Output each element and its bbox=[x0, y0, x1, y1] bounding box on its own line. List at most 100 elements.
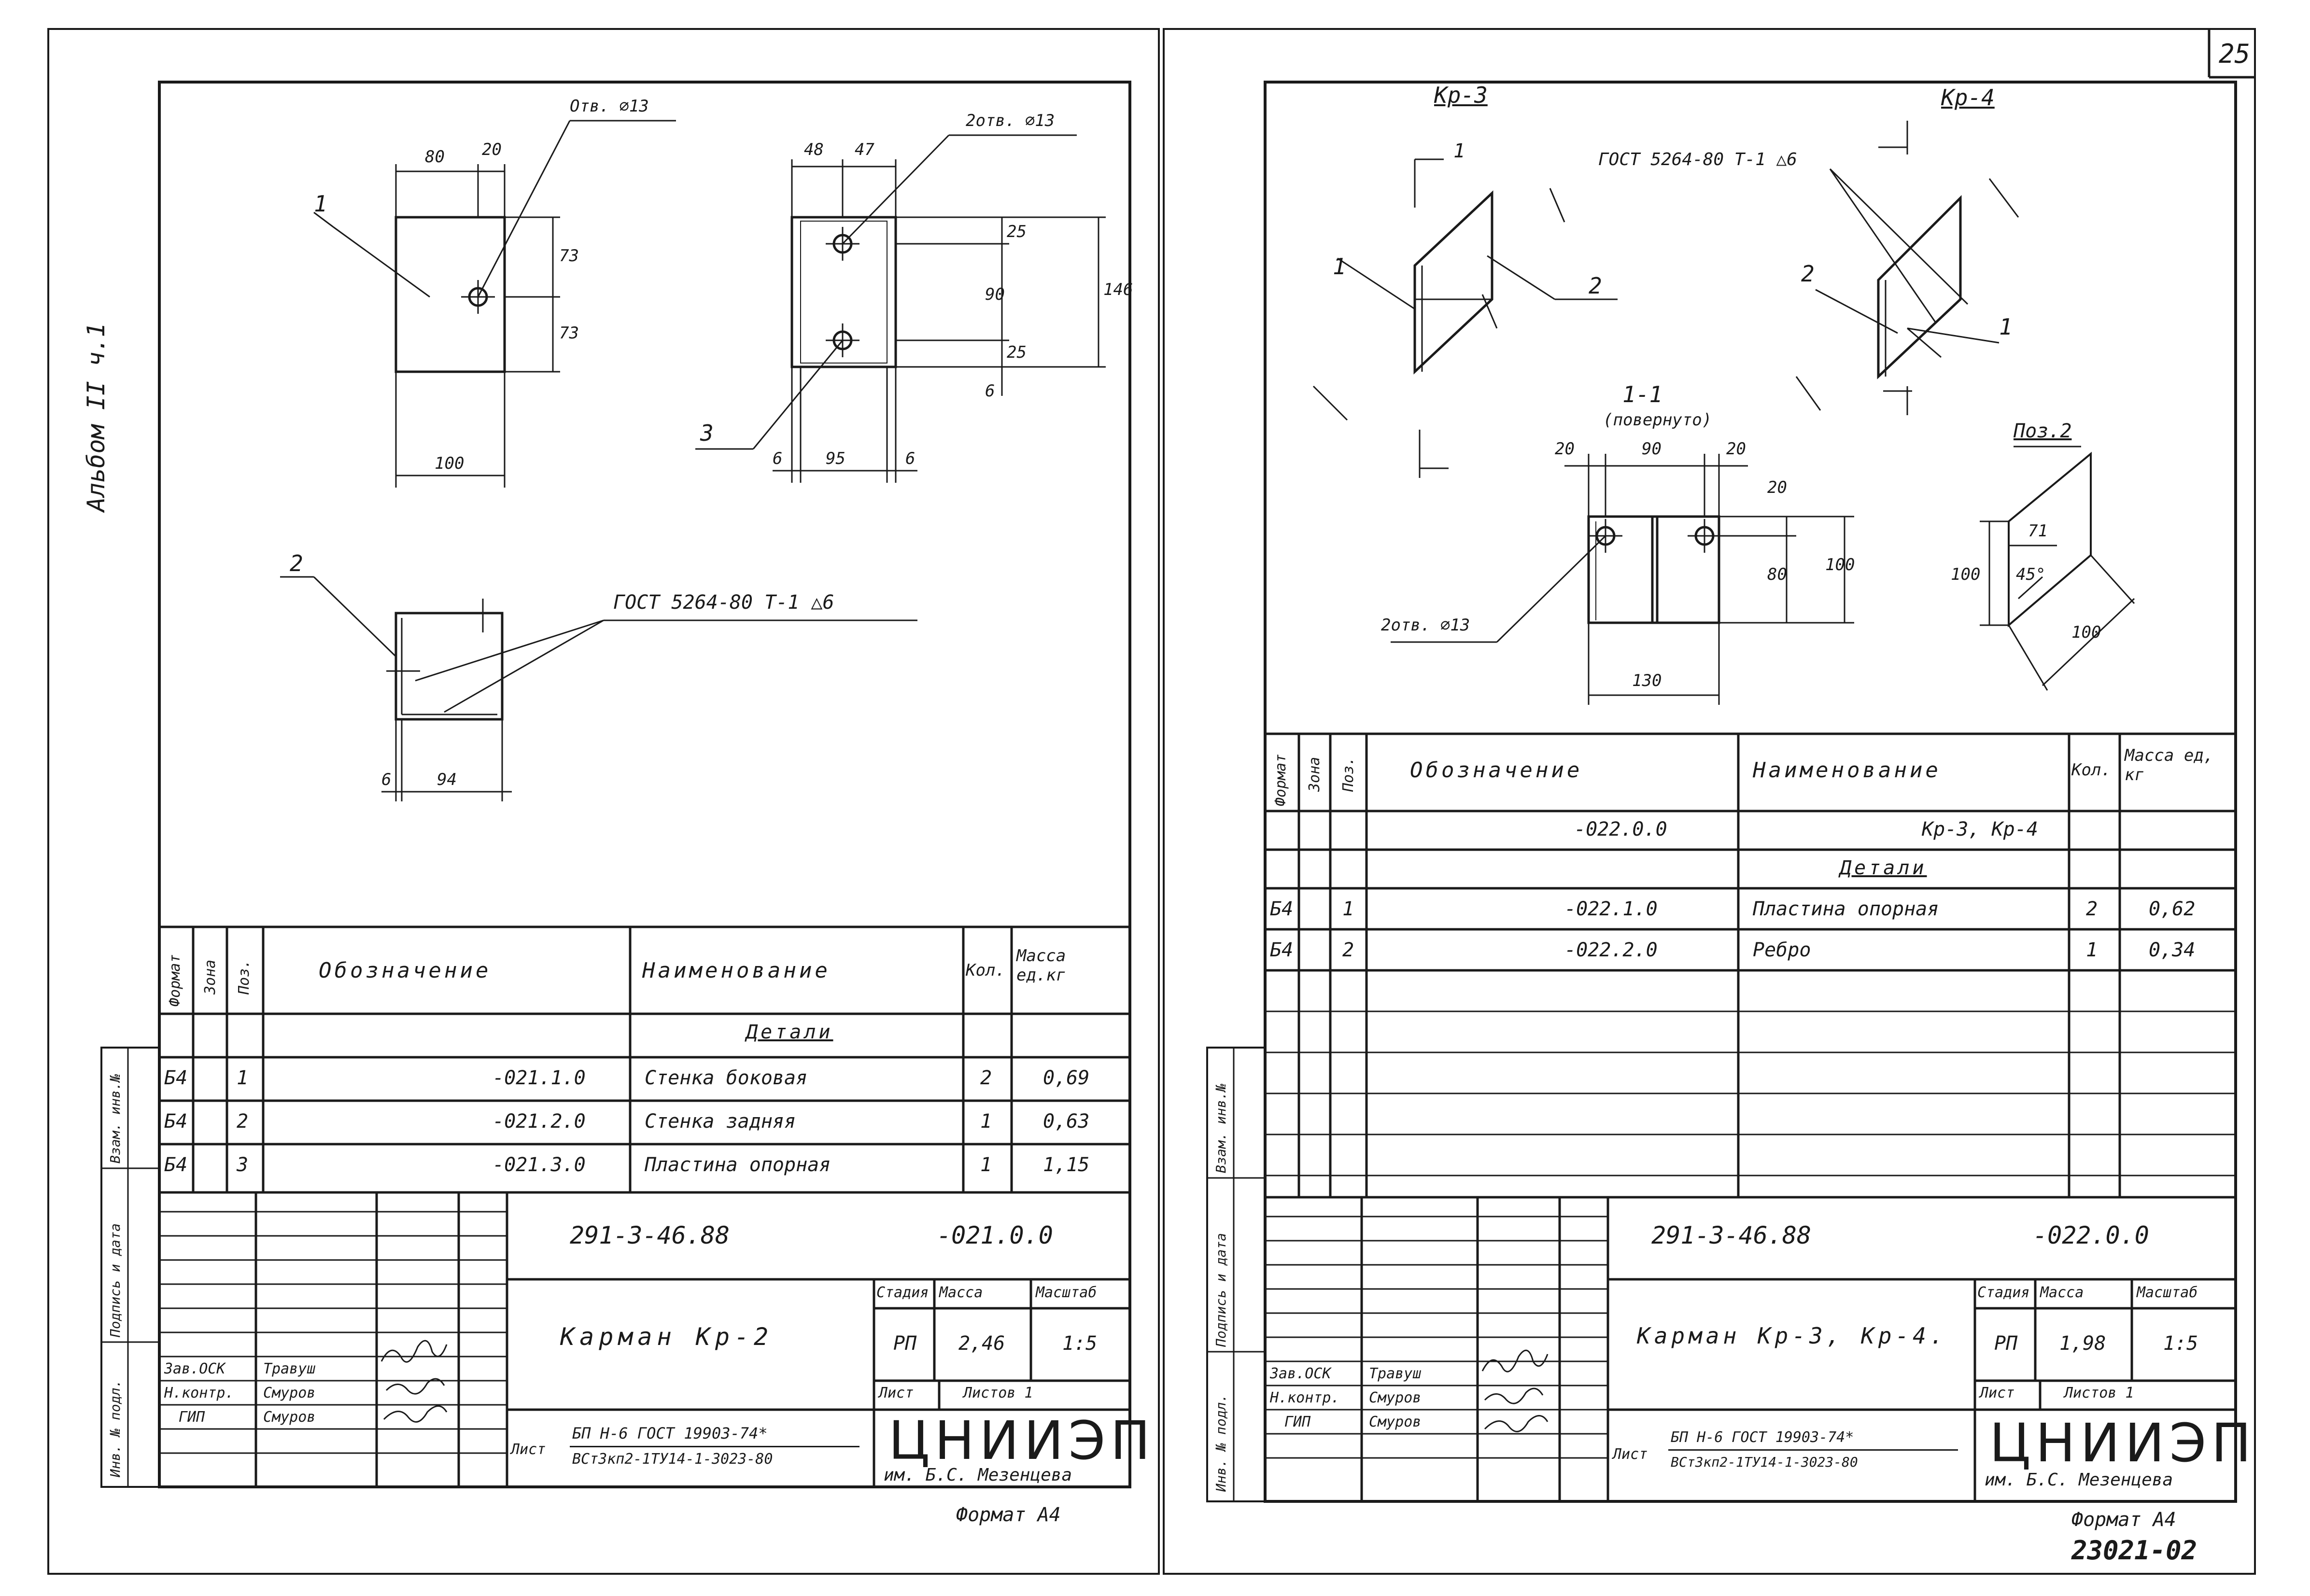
row-mass: 0,69 bbox=[1043, 1067, 1090, 1089]
row-pos: 2 bbox=[1342, 939, 1354, 961]
material-divider bbox=[1668, 1449, 1958, 1451]
material-top: БП Н-6 ГОСТ 19903-74* bbox=[572, 1424, 768, 1442]
weld-note: ГОСТ 5264-80 Т-1 △6 bbox=[613, 591, 834, 614]
dim-25-bottom: 25 bbox=[1007, 343, 1027, 362]
pos-1-kr3: 1 bbox=[1333, 253, 1346, 280]
row-mass: 0,62 bbox=[2149, 898, 2196, 920]
material-prefix: Лист bbox=[511, 1441, 546, 1458]
side-field-2: Подпись и дата bbox=[107, 1223, 123, 1337]
hdr-qty: Кол. bbox=[966, 961, 1005, 980]
row-designation: -022.2.0 bbox=[1564, 939, 1658, 961]
dim-20: 20 bbox=[482, 140, 502, 159]
name-3: Смуров bbox=[1369, 1414, 1422, 1430]
side-field-3: Взам. инв.№ bbox=[1213, 1083, 1229, 1173]
kr3-title: Кр-3 bbox=[1434, 82, 1488, 108]
mass-value: 1,98 bbox=[2059, 1332, 2106, 1355]
dim-100-diagonal: 100 bbox=[2071, 623, 2101, 642]
pos-3-label: 3 bbox=[700, 420, 714, 446]
hdr-format: Формат bbox=[1272, 754, 1289, 806]
row-mass: 1,15 bbox=[1043, 1154, 1090, 1176]
hdr-mass: Масса ед.кг bbox=[1016, 946, 1066, 985]
doc-code: 291-3-46.88 bbox=[1651, 1221, 1812, 1249]
row-pos: 1 bbox=[1342, 898, 1354, 920]
row-format: Б4 bbox=[1270, 939, 1294, 961]
hdr-pos: Поз. bbox=[236, 959, 253, 994]
row-format: Б4 bbox=[164, 1154, 188, 1176]
hdr-name: Наименование bbox=[1753, 758, 1941, 783]
row-name: Пластина опорная bbox=[1753, 898, 1939, 920]
stage-value: РП bbox=[893, 1332, 917, 1355]
org-name: ЦНИИЭП bbox=[888, 1410, 1155, 1471]
row-qty: 1 bbox=[2086, 939, 2098, 961]
section-details: Детали bbox=[746, 1021, 833, 1043]
doc-suffix: -021.0.0 bbox=[937, 1221, 1053, 1249]
cut-mark-label: 1 bbox=[1453, 140, 1465, 162]
row-designation: -021.1.0 bbox=[493, 1067, 586, 1089]
hdr-name: Наименование bbox=[642, 958, 831, 983]
sheet-label: Лист bbox=[879, 1385, 914, 1401]
sheets-label: Листов 1 bbox=[963, 1385, 1033, 1401]
holes-note-plate: 2отв. ⌀13 bbox=[966, 111, 1055, 130]
hdr-designation: Обозначение bbox=[319, 958, 492, 983]
row-name: Стенка задняя bbox=[645, 1110, 796, 1133]
dim-6-back: 6 bbox=[381, 770, 392, 789]
dim-48: 48 bbox=[804, 140, 824, 159]
mass-value: 2,46 bbox=[958, 1332, 1005, 1355]
dim-100-vertical: 100 bbox=[1951, 565, 1981, 584]
dim-80: 80 bbox=[425, 147, 445, 167]
row-qty: 2 bbox=[2086, 898, 2098, 920]
angle-45: 45° bbox=[2016, 565, 2046, 584]
name-1: Травуш bbox=[263, 1360, 316, 1377]
dim-94: 94 bbox=[437, 770, 457, 789]
row-designation: -022.1.0 bbox=[1564, 898, 1658, 920]
row-mass: 0,34 bbox=[2149, 939, 2196, 961]
material-prefix: Лист bbox=[1613, 1446, 1648, 1463]
org-sub: им. Б.С. Мезенцева bbox=[1985, 1470, 2173, 1490]
row-designation: -021.3.0 bbox=[493, 1154, 586, 1176]
hdr-zone: Зона bbox=[1306, 756, 1323, 792]
pos-2-kr4: 2 bbox=[1801, 261, 1815, 287]
scale-value: 1:5 bbox=[2163, 1332, 2198, 1355]
drawing-title: Карман Кр-3, Кр-4. bbox=[1637, 1323, 1947, 1349]
role-2: Н.контр. bbox=[164, 1385, 234, 1401]
scale-label: Масштаб bbox=[2137, 1284, 2198, 1301]
org-sub: им. Б.С. Мезенцева bbox=[884, 1465, 1072, 1485]
hole-note: Отв. ⌀13 bbox=[570, 97, 649, 116]
dim-73-bottom: 73 bbox=[559, 323, 579, 343]
mass-label: Масса bbox=[939, 1284, 983, 1301]
row-pos: 2 bbox=[237, 1110, 249, 1133]
pos2-title: Поз.2 bbox=[2014, 420, 2072, 442]
role-1: Зав.ОСК bbox=[1270, 1365, 1331, 1382]
dim-73-top: 73 bbox=[559, 246, 579, 266]
dim-6-vertical: 6 bbox=[985, 381, 995, 401]
assembly-name: Кр-3, Кр-4 bbox=[1922, 818, 2038, 840]
dim-80: 80 bbox=[1767, 565, 1787, 584]
name-2: Смуров bbox=[1369, 1389, 1422, 1406]
dim-6-left: 6 bbox=[773, 449, 783, 468]
album-side-label: Альбом II ч.1 bbox=[82, 322, 110, 512]
row-format: Б4 bbox=[164, 1067, 188, 1089]
side-field-2: Подпись и дата bbox=[1213, 1232, 1229, 1347]
name-2: Смуров bbox=[263, 1385, 316, 1401]
role-3: ГИП bbox=[179, 1409, 205, 1426]
material-divider bbox=[570, 1446, 859, 1447]
holes-note-section: 2отв. ⌀13 bbox=[1381, 616, 1470, 635]
sheet-label: Лист bbox=[1980, 1385, 2015, 1401]
drawing-title: Карман Кр-2 bbox=[560, 1323, 774, 1351]
dim-20-left: 20 bbox=[1555, 439, 1575, 459]
dim-90: 90 bbox=[985, 285, 1005, 304]
row-pos: 3 bbox=[237, 1154, 249, 1176]
dim-71: 71 bbox=[2028, 521, 2048, 541]
hdr-format: Формат bbox=[167, 954, 183, 1007]
side-field-3: Взам. инв.№ bbox=[107, 1074, 123, 1163]
dim-130: 130 bbox=[1632, 671, 1662, 690]
row-designation: -021.2.0 bbox=[493, 1110, 586, 1133]
footer-code: 23021-02 bbox=[2071, 1535, 2197, 1566]
doc-suffix: -022.0.0 bbox=[2033, 1221, 2149, 1249]
scale-value: 1:5 bbox=[1062, 1332, 1098, 1355]
weld-note-right: ГОСТ 5264-80 Т-1 △6 bbox=[1598, 150, 1797, 169]
name-1: Травуш bbox=[1369, 1365, 1422, 1382]
stage-label: Стадия bbox=[1977, 1284, 2030, 1301]
material-bottom: ВСт3кп2-1ТУ14-1-3023-80 bbox=[1671, 1454, 1858, 1470]
